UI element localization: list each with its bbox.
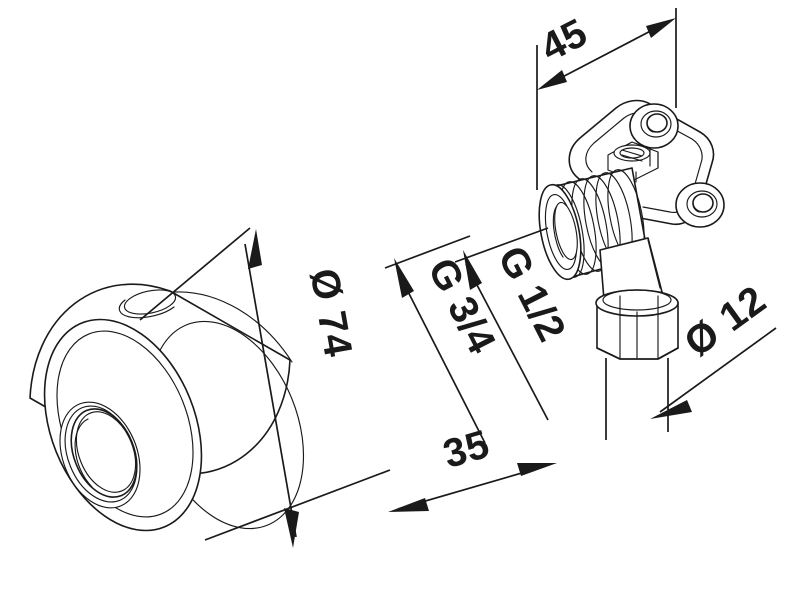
escutcheon-bore-inner <box>75 411 137 493</box>
dim-12-arrow <box>650 400 692 419</box>
dim-35-arrow-left <box>388 498 429 512</box>
escutcheon-boss-top <box>123 289 177 315</box>
escutcheon-boss-side <box>118 299 175 319</box>
escutcheon-bore-depth-arc <box>74 418 93 488</box>
dim-74-line <box>244 243 297 538</box>
escutcheon-part <box>29 283 305 532</box>
dim-12-leader <box>659 327 777 413</box>
valve-spigot-bore-depth <box>552 205 564 258</box>
dim-45-line <box>548 23 665 85</box>
dim-74-ext-lower <box>204 469 391 541</box>
dim-g34-line <box>397 271 486 444</box>
escutcheon-bore-outer <box>59 401 141 509</box>
dim-g34-arrow <box>394 258 414 298</box>
valve-locator-hatch <box>621 149 643 162</box>
valve-elbow-edge <box>647 239 661 289</box>
dim-45-arrow-left <box>537 70 567 90</box>
valve-ear-lower-hole-depth <box>692 202 700 213</box>
escutcheon-bore-ring-2 <box>70 408 138 498</box>
dim-g12-arrow <box>463 250 482 290</box>
valve-hex-nut-bottom <box>596 347 679 360</box>
dim-74-ext-upper <box>139 227 251 321</box>
dim-35-arrow-right <box>517 463 557 476</box>
valve-spigot-bore <box>554 201 578 261</box>
valve-ear-upper-hole-depth <box>646 122 654 133</box>
dim-g34-ext <box>384 235 471 269</box>
valve-locator-edges <box>635 147 659 183</box>
dim-74-arrow-bottom <box>284 508 299 548</box>
dim-45-arrow-right <box>646 18 676 38</box>
dim-g12-ext <box>454 227 549 263</box>
dim-74-arrow-top <box>248 229 262 269</box>
dim-g12-line <box>465 263 549 421</box>
valve-hex-nut-top-inner <box>602 289 672 311</box>
escutcheon-barrel-top-edge <box>173 291 293 363</box>
valve-hex-nut-facets <box>619 295 659 359</box>
valve-body-part <box>538 99 725 360</box>
